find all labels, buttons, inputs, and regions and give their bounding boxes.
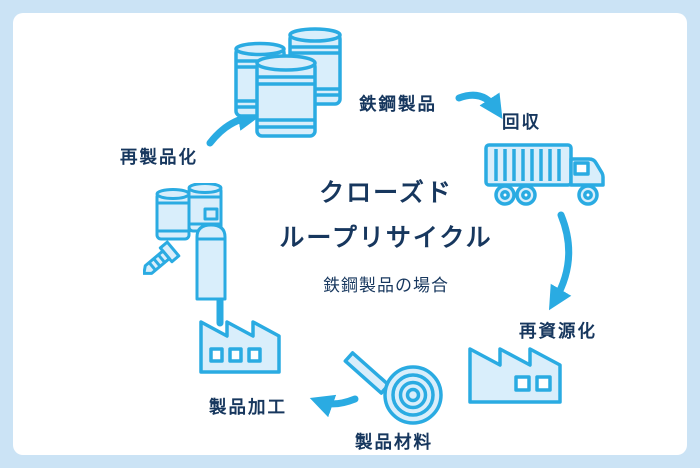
diagram-subtitle: 鉄鋼製品の場合 xyxy=(323,276,449,295)
arrow-products-to-collection-icon xyxy=(455,91,503,119)
steel-coil-icon xyxy=(343,351,453,436)
label-recycling: 再資源化 xyxy=(519,321,597,341)
label-collection: 回収 xyxy=(502,112,541,132)
label-product-materials: 製品材料 xyxy=(355,432,433,452)
steel-cans-icon xyxy=(230,26,348,143)
diagram-title-line2: ループリサイクル xyxy=(279,224,493,252)
label-product-processing: 製品加工 xyxy=(209,397,287,417)
label-remanufacturing: 再製品化 xyxy=(120,147,198,167)
processing-factory-icon xyxy=(197,313,283,380)
remade-products-icon xyxy=(142,182,243,310)
diagram-title-line1: クローズド xyxy=(319,179,453,207)
collection-truck-icon xyxy=(483,139,611,214)
recycling-factory-icon xyxy=(465,339,565,410)
label-steel-products: 鉄鋼製品 xyxy=(359,94,437,114)
diagram-card: 鉄鋼製品 回収 再資源化 製品材料 製品加工 再製品化 クローズド ループリサイ… xyxy=(13,13,687,455)
arrow-collection-to-recycling-icon xyxy=(548,211,573,311)
center-text-block: クローズド ループリサイクル 鉄鋼製品の場合 xyxy=(253,171,519,296)
